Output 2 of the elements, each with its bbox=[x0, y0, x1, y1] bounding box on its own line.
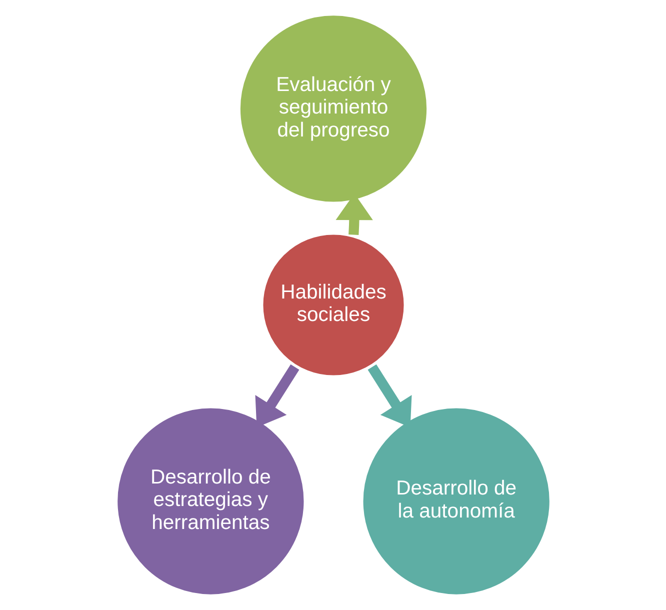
arrow bbox=[254, 364, 299, 428]
arrow bbox=[367, 364, 412, 428]
